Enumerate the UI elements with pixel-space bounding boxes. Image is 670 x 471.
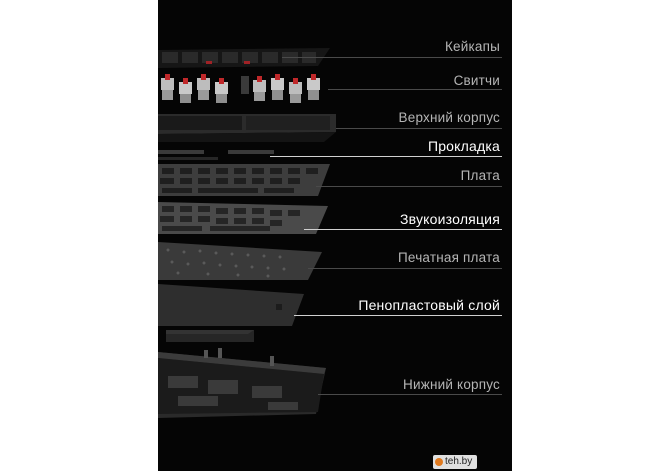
- top-case-leader: [336, 128, 502, 129]
- foam-layer-leader: [294, 315, 502, 316]
- site-watermark: teh.by: [433, 455, 478, 469]
- top-case-layer: [158, 114, 336, 142]
- bottom-case-layer: [158, 348, 326, 418]
- keycaps-label: Кейкапы: [444, 39, 500, 54]
- watermark-text: teh.by: [445, 456, 473, 467]
- sound-dampening-label: Звукоизоляция: [400, 211, 500, 227]
- bottom-case-label: Нижний корпус: [403, 377, 500, 392]
- foam-layer: [158, 284, 304, 342]
- sound-dampening-layer: [158, 202, 328, 234]
- keycaps-leader: [282, 57, 502, 58]
- switches-leader: [328, 89, 502, 90]
- plate-leader: [316, 186, 502, 187]
- pcb-leader: [308, 268, 502, 269]
- gasket-layer: [158, 150, 274, 160]
- exploded-keyboard-diagram: Кейкапы Свитчи Верхний корпус Прокладка …: [158, 0, 512, 471]
- gasket-label: Прокладка: [427, 138, 500, 154]
- switches-label: Свитчи: [453, 73, 500, 88]
- switches-layer: [161, 74, 320, 103]
- gasket-leader: [270, 156, 502, 157]
- plate-layer: [158, 164, 330, 196]
- pcb-label: Печатная плата: [398, 250, 500, 265]
- plate-label: Плата: [460, 168, 500, 183]
- foam-layer-label: Пенопластовый слой: [358, 297, 500, 313]
- site-logo-icon: [435, 458, 443, 466]
- bottom-case-leader: [318, 394, 502, 395]
- top-case-label: Верхний корпус: [398, 110, 500, 125]
- pcb-layer: [158, 242, 322, 280]
- sound-dampening-leader: [304, 229, 502, 230]
